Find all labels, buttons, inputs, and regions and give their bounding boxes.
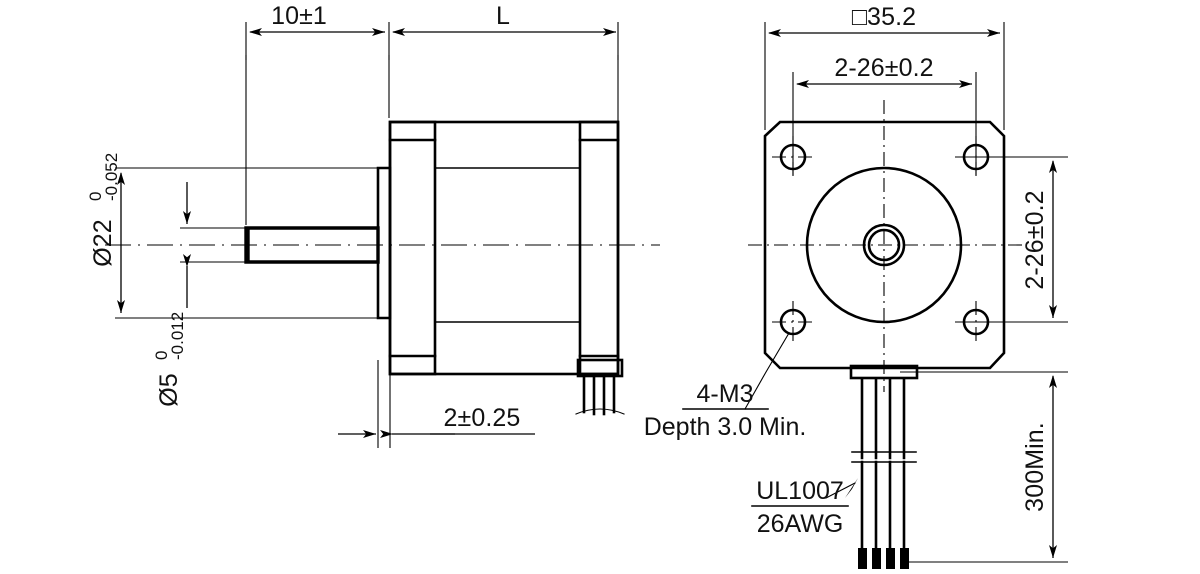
dim-tol-upper-shaft: 0 xyxy=(152,351,171,360)
dim-tol-lower-pilot: -0.052 xyxy=(102,153,121,201)
dimension-shaft-length: 10±1 xyxy=(245,2,390,60)
dimension-body-length: L xyxy=(392,2,619,60)
dim-tol-lower-shaft: -0.012 xyxy=(168,312,187,360)
dimension-shaft-diameter: Ø5 0 -0.012 xyxy=(152,182,262,407)
note-mounting-holes-line1: 4-M3 xyxy=(697,380,754,408)
motor-face-outline xyxy=(763,120,1006,370)
dim-label-shaft-diameter: Ø5 xyxy=(155,373,183,407)
dimension-frame-size: □35.2 xyxy=(764,3,1005,130)
front-view: □35.2 2-26±0.2 2-26±0.2 300Min. xyxy=(644,3,1068,569)
dimension-hole-pitch-horizontal: 2-26±0.2 xyxy=(792,54,977,175)
note-mounting-holes: 4-M3 Depth 3.0 Min. xyxy=(644,332,807,441)
pilot-circle xyxy=(805,166,963,324)
mounting-hole-bottom-left xyxy=(772,301,814,343)
lead-wires-side-view xyxy=(575,358,625,416)
note-lead-wire: UL1007 26AWG xyxy=(751,477,858,538)
dimension-pilot-diameter: Ø22 0 -0.052 xyxy=(86,153,386,319)
motor-rear-endcap xyxy=(578,120,620,376)
motor-stator-body xyxy=(388,120,620,376)
shaft-hub-inner-circle xyxy=(867,228,901,262)
mounting-hole-top-left xyxy=(772,136,814,178)
dim-label-lead-length: 300Min. xyxy=(1021,422,1049,512)
dim-label-boss-height: 2±0.25 xyxy=(444,404,521,432)
dim-label-pilot-diameter: Ø22 xyxy=(89,219,117,267)
note-mounting-holes-line2: Depth 3.0 Min. xyxy=(644,413,807,441)
dimension-boss-height: 2±0.25 xyxy=(338,360,535,448)
dim-label-shaft-length: 10±1 xyxy=(271,2,327,30)
motor-pilot-boss xyxy=(376,166,392,320)
mounting-hole-top-right xyxy=(955,136,1015,178)
dim-label-body-length: L xyxy=(496,2,510,30)
side-view: 10±1 L Ø22 0 -0.052 xyxy=(86,2,660,448)
shaft-hub-outer-circle xyxy=(862,223,906,267)
dimension-hole-pitch-vertical: 2-26±0.2 xyxy=(966,156,1068,323)
lead-wire-bundle xyxy=(849,364,1049,569)
dim-label-hole-pitch-horizontal: 2-26±0.2 xyxy=(834,54,933,82)
note-lead-wire-line1: UL1007 xyxy=(756,477,844,505)
dim-tol-upper-pilot: 0 xyxy=(86,192,105,201)
motor-front-endcap xyxy=(388,120,437,376)
dimension-lead-length: 300Min. xyxy=(900,371,1068,563)
mounting-hole-bottom-right xyxy=(955,301,1015,343)
note-lead-wire-line2: 26AWG xyxy=(757,510,844,538)
dim-label-hole-pitch-vertical: 2-26±0.2 xyxy=(1021,190,1049,289)
dim-label-frame-size: □35.2 xyxy=(852,3,916,31)
